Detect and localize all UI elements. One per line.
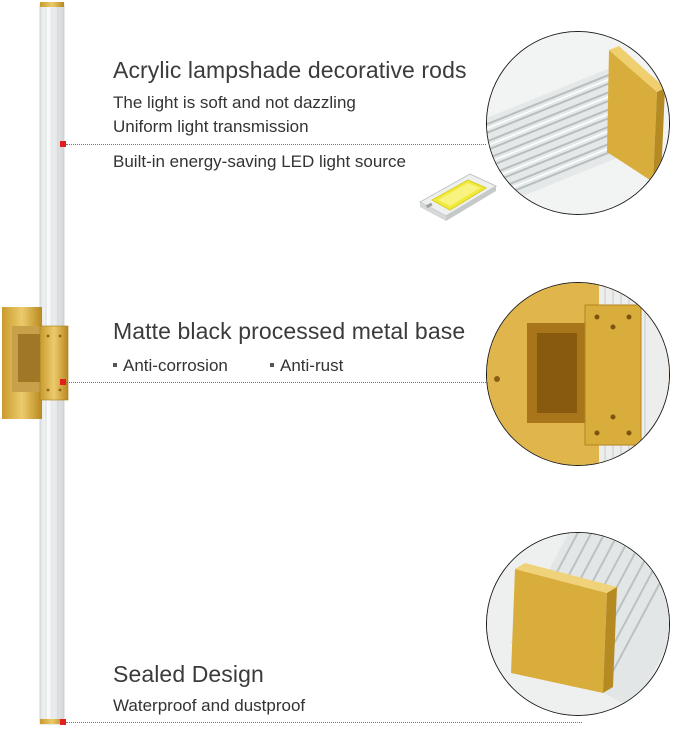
marker-rod bbox=[60, 141, 66, 147]
bullet-icon bbox=[270, 362, 274, 367]
detail-sealed-cap bbox=[486, 532, 670, 716]
lamp-illustration bbox=[2, 2, 69, 725]
section1-title: Acrylic lampshade decorative rods bbox=[113, 57, 467, 83]
section2-title: Matte black processed metal base bbox=[113, 318, 466, 344]
leader-line-rod bbox=[66, 144, 486, 145]
section1-line-2: Uniform light transmission bbox=[113, 117, 309, 136]
bullet-label: Anti-rust bbox=[280, 356, 344, 375]
lamp-product bbox=[0, 0, 80, 729]
leader-line-end bbox=[66, 722, 582, 723]
marker-end bbox=[60, 719, 66, 725]
section1-line-1: The light is soft and not dazzling bbox=[113, 93, 356, 112]
section3-title: Sealed Design bbox=[113, 661, 264, 687]
detail-rod-closeup bbox=[486, 31, 670, 215]
bullet-icon bbox=[113, 362, 117, 367]
detail-base-closeup bbox=[486, 282, 670, 466]
led-chip-icon bbox=[418, 160, 498, 222]
marker-base bbox=[60, 379, 66, 385]
bullet-item-anti-rust: Anti-rust bbox=[270, 356, 343, 376]
led-label: Built-in energy-saving LED light source bbox=[113, 152, 406, 171]
bullet-item-anti-corrosion: Anti-corrosion bbox=[113, 356, 228, 376]
leader-line-base bbox=[66, 382, 486, 383]
bullet-label: Anti-corrosion bbox=[123, 356, 228, 375]
section3-line: Waterproof and dustproof bbox=[113, 696, 306, 715]
